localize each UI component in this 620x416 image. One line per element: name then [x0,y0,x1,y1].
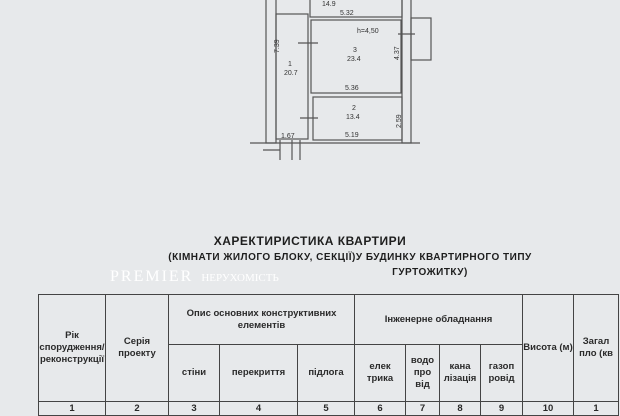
room-2-number: 2 [352,105,356,112]
top-room-area: 14.9 [322,1,336,8]
room-1-area: 20.7 [284,70,298,77]
header-gas: газоп ровід [480,344,523,402]
dim-7-39: 7.39 [274,39,281,53]
room-2-area: 13.4 [346,114,360,121]
floor-plan [250,0,432,160]
col-number: 6 [354,401,406,416]
document-subtitle-2: ГУРТОЖИТКУ) [392,267,468,278]
header-height: Висота (м) [522,294,574,402]
col-number: 4 [219,401,298,416]
header-walls: стіни [168,344,220,402]
col-number: 7 [405,401,440,416]
col-number: 5 [297,401,355,416]
header-structural: Опис основних конструктивних елементів [168,294,355,345]
header-series: Серія проекту [105,294,169,402]
dim-5-32: 5.32 [340,10,354,17]
apartment-characteristics-table: Рік спорудження/ реконструкції Серія про… [38,294,619,416]
dim-4-37: 4.37 [394,46,401,60]
header-floor: підлога [297,344,355,402]
dim-5-19: 5.19 [345,132,359,139]
dim-1-67: 1.67 [281,133,295,140]
header-sewer: кана лізація [439,344,481,402]
header-electricity: елек трика [354,344,406,402]
header-engineering: Інженерне обладнання [354,294,523,345]
document-subtitle: (КІМНАТИ ЖИЛОГО БЛОКУ, СЕКЦІЇ)У БУДИНКУ … [168,252,532,263]
room-3-number: 3 [353,47,357,54]
col-number: 2 [105,401,169,416]
height-label: h=4,50 [357,28,379,35]
header-total-area: Загал пло (кв [573,294,619,402]
header-ceilings: перекриття [219,344,298,402]
col-number: 9 [480,401,523,416]
header-year: Рік спорудження/ реконструкції [38,294,106,402]
room-3-area: 23.4 [347,56,361,63]
col-number: 3 [168,401,220,416]
col-number: 1 [573,401,619,416]
room-1-number: 1 [288,61,292,68]
col-number: 1 [38,401,106,416]
col-number: 10 [522,401,574,416]
document-title: ХАРЕКТИРИСТИКА КВАРТИРИ [213,234,407,248]
col-number: 8 [439,401,481,416]
dim-2-59: 2.59 [396,114,403,128]
header-water: водо про від [405,344,440,402]
dim-5-36: 5.36 [345,85,359,92]
